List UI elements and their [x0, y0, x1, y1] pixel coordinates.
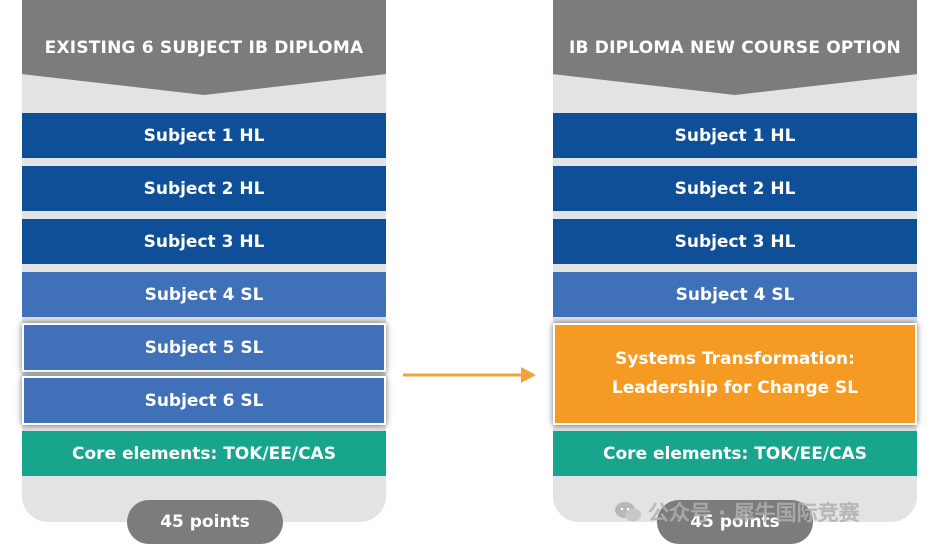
option-line-1: Systems Transformation: [615, 349, 855, 369]
new-option-column: IB DIPLOMA NEW COURSE OPTION Subject 1 H… [553, 0, 917, 522]
subject-3-block: Subject 3 HL [553, 219, 917, 264]
points-badge-right: 45 points [657, 500, 813, 544]
watermark-text: 公众号 · 犀牛国际竞赛 [648, 501, 860, 525]
subject-3-block: Subject 3 HL [22, 219, 386, 264]
column-header [553, 0, 917, 95]
core-elements-block: Core elements: TOK/EE/CAS [22, 431, 386, 476]
column-title: IB DIPLOMA NEW COURSE OPTION [569, 38, 901, 58]
systems-transformation-block: Systems Transformation: Leadership for C… [553, 323, 917, 425]
existing-diploma-column: EXISTING 6 SUBJECT IB DIPLOMA Subject 1 … [22, 0, 386, 522]
column-title: EXISTING 6 SUBJECT IB DIPLOMA [44, 38, 364, 58]
subject-4-block: Subject 4 SL [22, 272, 386, 317]
column-header [22, 0, 386, 95]
subject-2-block: Subject 2 HL [553, 166, 917, 211]
core-elements-block: Core elements: TOK/EE/CAS [553, 431, 917, 476]
subject-4-block: Subject 4 SL [553, 272, 917, 317]
subject-1-block: Subject 1 HL [22, 113, 386, 158]
points-badge-left: 45 points [127, 500, 283, 544]
option-line-2: Leadership for Change SL [611, 378, 859, 398]
subject-1-block: Subject 1 HL [553, 113, 917, 158]
subject-2-block: Subject 2 HL [22, 166, 386, 211]
wechat-icon [615, 502, 641, 522]
subject-5-block: Subject 5 SL [22, 323, 386, 372]
arrow-right-icon [403, 367, 536, 383]
subject-6-block: Subject 6 SL [22, 376, 386, 425]
watermark: 公众号 · 犀牛国际竞赛 [614, 497, 860, 527]
